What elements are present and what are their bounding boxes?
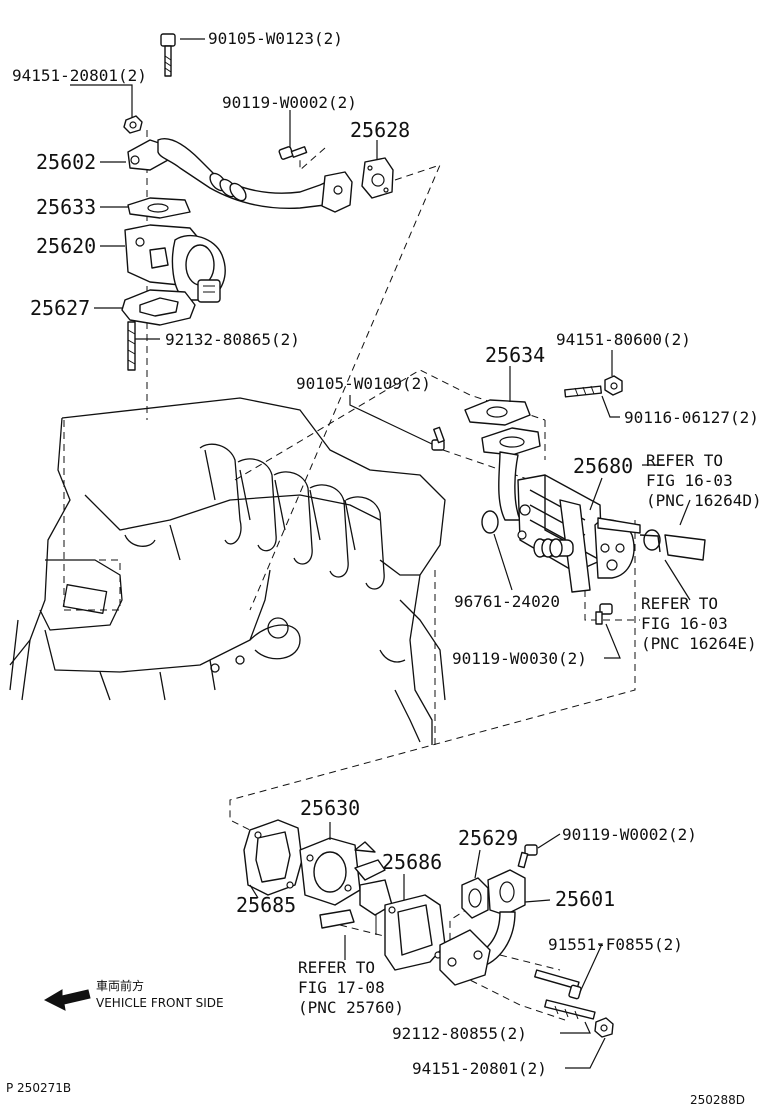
egr-valve-group (121, 33, 394, 371)
svg-text:REFER TO: REFER TO (298, 958, 375, 977)
bolt-icon (431, 426, 445, 451)
label-25630: 25630 (300, 796, 360, 820)
svg-text:REFER TO: REFER TO (646, 451, 723, 470)
gasket-icon (121, 289, 196, 326)
stud-bolt-icon (534, 969, 582, 1000)
svg-text:FIG 17-08: FIG 17-08 (298, 978, 385, 997)
bolt-icon (160, 33, 176, 77)
reference-notes: REFER TO FIG 16-03 (PNC 16264D) REFER TO… (298, 451, 760, 1017)
reference-note-16264d: REFER TO FIG 16-03 (PNC 16264D) (646, 451, 760, 510)
egr-cooler-body (517, 474, 641, 593)
bolt-icon (278, 146, 308, 160)
label-25601: 25601 (555, 887, 615, 911)
label-92112-80855: 92112-80855(2) (392, 1024, 527, 1043)
label-25633: 25633 (36, 195, 96, 219)
label-90119-w0002-top: 90119-W0002(2) (222, 93, 357, 112)
stud-bolt-icon (127, 321, 136, 371)
label-90119-w0002-bottom: 90119-W0002(2) (562, 825, 697, 844)
vehicle-front-japanese: 車両前方 (96, 978, 144, 993)
label-90105-w0109: 90105-W0109(2) (296, 374, 431, 393)
nut-icon (594, 1017, 614, 1038)
label-94151-20801-top: 94151-20801(2) (12, 66, 147, 85)
label-25685: 25685 (236, 893, 296, 917)
leader-lines (70, 38, 691, 1069)
label-25680: 25680 (573, 454, 633, 478)
label-90119-w0030: 90119-W0030(2) (452, 649, 587, 668)
label-92132-80865: 92132-80865(2) (165, 330, 300, 349)
label-96761-24020: 96761-24020 (454, 592, 560, 611)
stud-bolt-icon (544, 999, 596, 1020)
svg-text:(PNC 16264D): (PNC 16264D) (646, 491, 760, 510)
egr-cooler-group (431, 375, 706, 625)
label-25629: 25629 (458, 826, 518, 850)
svg-text:(PNC 16264E): (PNC 16264E) (641, 634, 757, 653)
label-25686: 25686 (382, 850, 442, 874)
egr-pipe (127, 138, 353, 213)
label-91551-f0855: 91551-F0855(2) (548, 935, 683, 954)
label-90105-w0123: 90105-W0123(2) (208, 29, 343, 48)
label-94151-80600: 94151-80600(2) (556, 330, 691, 349)
svg-text:REFER TO: REFER TO (641, 594, 718, 613)
svg-text:FIG 16-03: FIG 16-03 (646, 471, 733, 490)
bolt-icon (517, 844, 538, 869)
engine-block-outline (9, 397, 446, 745)
footer-right-code: 250288D (690, 1093, 745, 1107)
label-90116-06127: 90116-06127(2) (624, 408, 759, 427)
left-arrow-icon (43, 989, 91, 1011)
label-25627: 25627 (30, 296, 90, 320)
o-ring-icon (481, 510, 499, 534)
egr-pipe-flange (481, 427, 541, 521)
gasket-icon (243, 819, 303, 896)
dashed-reference-lines (63, 130, 640, 1021)
reference-note-25760: REFER TO FIG 17-08 (PNC 25760) (298, 958, 404, 1017)
reference-note-16264e: REFER TO FIG 16-03 (PNC 16264E) (641, 594, 757, 653)
bolt-icon (595, 603, 613, 625)
label-94151-20801-bottom: 94151-20801(2) (412, 1059, 547, 1078)
gasket-icon (361, 157, 394, 199)
label-25620: 25620 (36, 234, 96, 258)
egr-valve-body (124, 224, 226, 303)
hose-clamp-icon (639, 529, 706, 561)
gasket-icon (384, 894, 446, 971)
label-25602: 25602 (36, 150, 96, 174)
svg-text:FIG 16-03: FIG 16-03 (641, 614, 728, 633)
vehicle-front-indicator: 車両前方 VEHICLE FRONT SIDE (43, 978, 224, 1011)
label-25628: 25628 (350, 118, 410, 142)
part-labels: 90105-W0123(2) 94151-20801(2) 90119-W000… (12, 29, 759, 1078)
footer-left-code: P 250271B (6, 1081, 71, 1095)
label-25634: 25634 (485, 343, 545, 367)
egr-pipe (439, 869, 526, 986)
vehicle-front-english: VEHICLE FRONT SIDE (96, 996, 224, 1010)
svg-text:(PNC 25760): (PNC 25760) (298, 998, 404, 1017)
gasket-icon (461, 877, 489, 919)
nut-icon (123, 115, 143, 134)
gasket-icon (464, 399, 531, 426)
stud-bolt-icon (564, 385, 603, 398)
nut-icon (604, 375, 623, 396)
hose-icon (319, 909, 355, 929)
gasket-icon (127, 197, 191, 219)
